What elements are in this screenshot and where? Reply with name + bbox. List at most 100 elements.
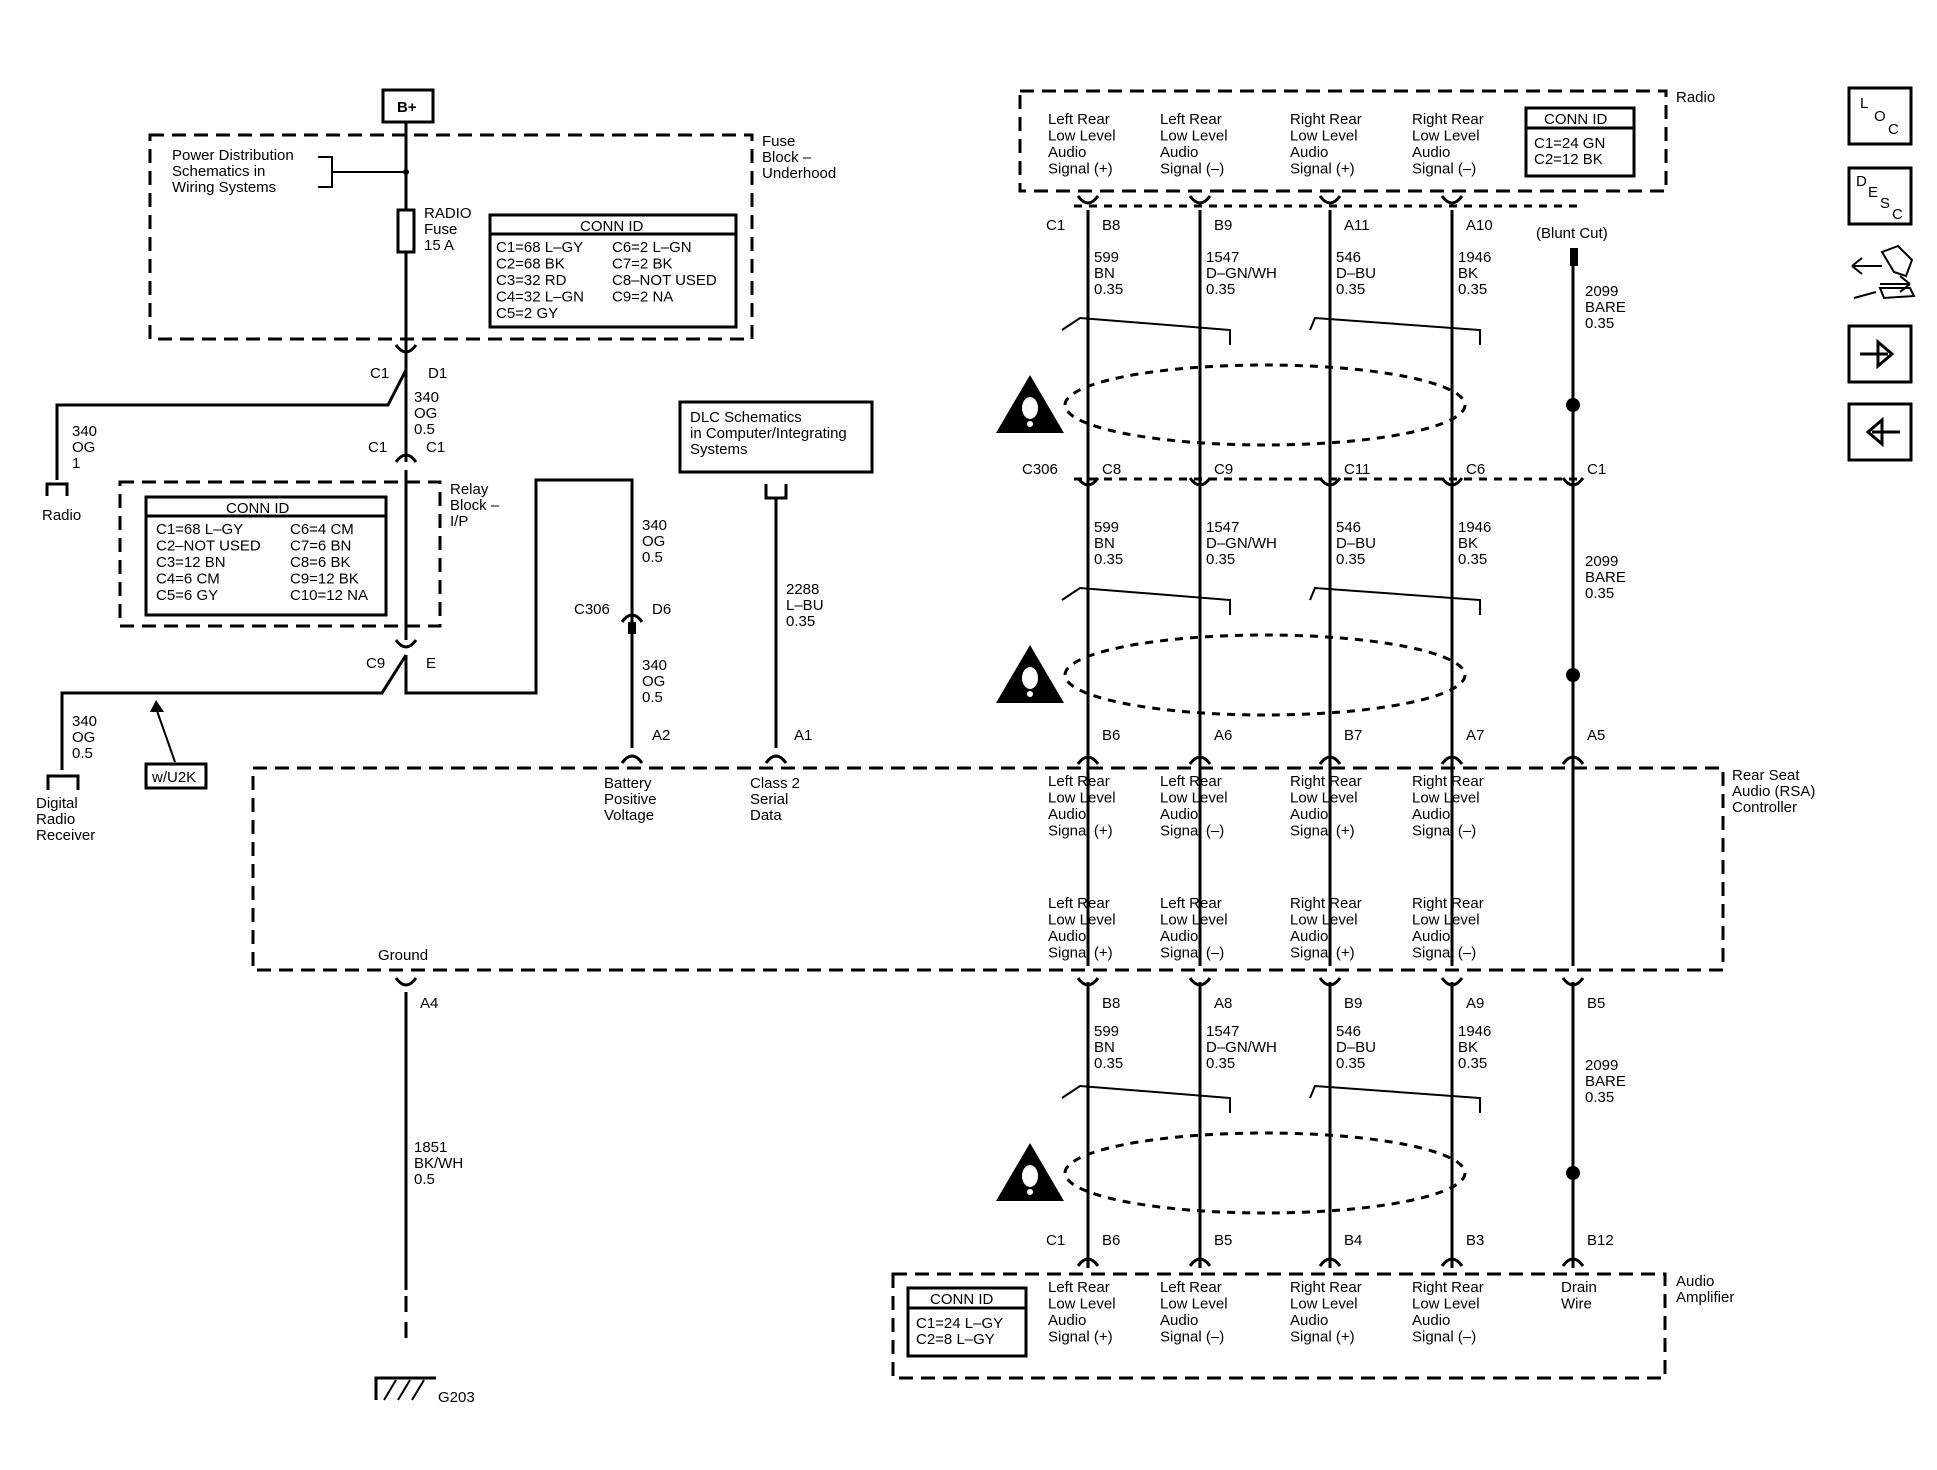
loc-button[interactable]: L O C (1847, 86, 1913, 146)
svg-text:C1=24 L–GY: C1=24 L–GY (916, 1315, 1003, 1332)
wire-label: D–GN/WH (1206, 265, 1277, 282)
wire-label: BK (1458, 535, 1478, 552)
signal-label: Audio (1048, 1312, 1086, 1329)
conn-id-entry: C5=6 GY (156, 587, 218, 604)
next-page-button[interactable] (1847, 324, 1913, 384)
signal-label: Signal (–) (1412, 823, 1476, 840)
arrow-right-icon (1860, 338, 1895, 370)
radio-feed-wire (55, 369, 408, 480)
pin-label: B7 (1344, 727, 1362, 744)
previous-page-button[interactable] (1847, 402, 1913, 462)
pin-label: C1 (1587, 461, 1606, 478)
conn-id-entry: C6=4 CM (290, 521, 354, 538)
signal-label: Audio (1290, 806, 1328, 823)
signal-label: Drain (1561, 1279, 1597, 1296)
svg-text:DLC Schematics: DLC Schematics (690, 409, 802, 426)
shield-ellipse (1063, 363, 1467, 447)
signal-label: Right Rear (1412, 773, 1484, 790)
svg-text:0.5: 0.5 (642, 549, 663, 566)
signal-label: Low Level (1412, 128, 1480, 145)
pin-label: A6 (1214, 727, 1232, 744)
desc-button[interactable]: D E S C (1847, 166, 1913, 226)
connector-arc (1318, 977, 1342, 987)
wire-label: 1547 (1206, 1023, 1239, 1040)
connector-arc (1561, 977, 1585, 987)
drain-junction (1566, 1166, 1580, 1180)
relay-block-outline (118, 480, 442, 628)
signal-column: B9C9A6A8B51547D–GN/WH0.351547D–GN/WH0.35… (1160, 111, 1277, 1346)
pin-label: C8 (1102, 461, 1121, 478)
signal-column: A11C11B7B9B4546D–BU0.35546D–BU0.35546D–B… (1290, 111, 1376, 1346)
connector-arc (1318, 195, 1342, 205)
svg-text:C1=24 GN: C1=24 GN (1534, 135, 1605, 152)
signal-label: Audio (1048, 928, 1086, 945)
wire-label: 0.35 (1458, 551, 1487, 568)
svg-text:0.5: 0.5 (642, 689, 663, 706)
warning-icon (996, 645, 1064, 703)
conn-id-entry: C7=6 BN (290, 538, 351, 555)
wire-label: 546 (1336, 1023, 1361, 1040)
signal-label: Low Level (1290, 790, 1358, 807)
signal-label: Low Level (1412, 912, 1480, 929)
wire-label: 1946 (1458, 519, 1491, 536)
signal-label: Low Level (1048, 912, 1116, 929)
svg-text:CONN ID: CONN ID (226, 500, 290, 517)
pin-label: B12 (1587, 1232, 1614, 1249)
svg-text:Positive: Positive (604, 791, 657, 808)
svg-text:0.35: 0.35 (786, 613, 815, 630)
signal-label: Left Rear (1160, 895, 1222, 912)
svg-text:Amplifier: Amplifier (1676, 1289, 1734, 1306)
signal-label: Low Level (1290, 128, 1358, 145)
audio-amplifier-outline (891, 1272, 1667, 1380)
svg-text:D1: D1 (428, 365, 447, 382)
signal-label: Audio (1290, 1312, 1328, 1329)
signal-column: B8C8B6B8B6599BN0.35599BN0.35599BN0.35Lef… (1048, 111, 1123, 1346)
connector-arc (1076, 755, 1100, 765)
conn-id-entry: C5=2 GY (496, 305, 558, 322)
signal-label: Low Level (1290, 1296, 1358, 1313)
signal-label: Left Rear (1048, 773, 1110, 790)
signal-label: Signal (+) (1290, 823, 1355, 840)
svg-text:C1: C1 (370, 365, 389, 382)
pin-label: A7 (1466, 727, 1484, 744)
svg-text:BK/WH: BK/WH (414, 1155, 463, 1172)
desc-letter-e: E (1868, 184, 1878, 201)
radio-fuse (396, 208, 416, 254)
svg-text:2288: 2288 (786, 581, 819, 598)
signal-label: Low Level (1412, 790, 1480, 807)
svg-text:C1: C1 (1046, 1232, 1065, 1249)
svg-text:0.5: 0.5 (414, 421, 435, 438)
signal-label: Low Level (1048, 1296, 1116, 1313)
drain-junction (1566, 398, 1580, 412)
conn-id-entry: C6=2 L–GN (612, 239, 692, 256)
svg-text:OG: OG (414, 405, 437, 422)
svg-text:OG: OG (72, 729, 95, 746)
conn-id-entry: C9=2 NA (612, 289, 673, 306)
svg-text:E: E (426, 655, 436, 672)
pin-label: B9 (1344, 995, 1362, 1012)
conn-id-entry: C3=12 BN (156, 554, 226, 571)
wire-label: 0.35 (1206, 281, 1235, 298)
wire-label: 0.35 (1094, 551, 1123, 568)
svg-text:340: 340 (72, 423, 97, 440)
signal-column: C1A5B5B122099BARE0.352099BARE0.352099BAR… (1561, 266, 1626, 1313)
conn-id-entry: C9=12 BK (290, 571, 359, 588)
rsa-controller-label: Rear Seat (1732, 767, 1800, 784)
wire-label: D–BU (1336, 535, 1376, 552)
pin-label: B9 (1214, 217, 1232, 234)
wire-label: 0.35 (1458, 1055, 1487, 1072)
wire-label: 599 (1094, 519, 1119, 536)
connector-tool-icon[interactable] (1851, 244, 1916, 300)
wire-label: BK (1458, 1039, 1478, 1056)
signal-label: Left Rear (1160, 111, 1222, 128)
signal-label: Left Rear (1048, 895, 1110, 912)
svg-text:340: 340 (642, 657, 667, 674)
svg-text:0.5: 0.5 (72, 745, 93, 762)
connector-arc (1188, 977, 1212, 987)
wire-label: BN (1094, 535, 1115, 552)
wire-label: D–GN/WH (1206, 535, 1277, 552)
svg-text:Block –: Block – (762, 149, 812, 166)
amp-conn-id-table: CONN ID C1=24 L–GY C2=8 L–GY (906, 1286, 1028, 1358)
